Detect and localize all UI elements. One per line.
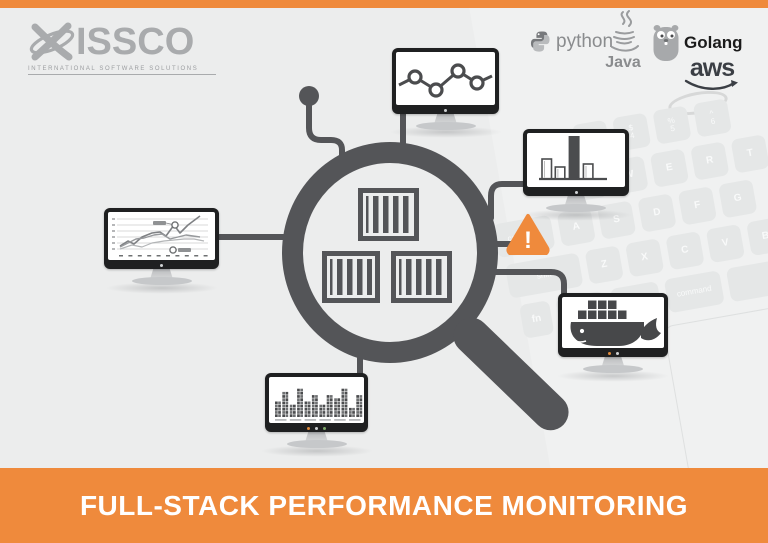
shipping-container-icon	[391, 251, 452, 303]
connector-right-monitor	[488, 181, 527, 221]
java-icon	[611, 10, 639, 52]
monitor-top-linechart	[387, 48, 504, 138]
monitor-bottom-barchart	[258, 373, 375, 457]
monitor-left-linechart	[103, 208, 220, 294]
indicator-led	[307, 426, 310, 430]
shipping-container-icon	[358, 188, 419, 241]
python-label: python	[556, 30, 614, 52]
python-logo: python	[530, 30, 613, 53]
monitor-docker	[555, 293, 671, 382]
power-led	[574, 190, 578, 194]
issco-orbit-icon	[29, 22, 75, 61]
power-led	[315, 426, 318, 430]
connector-ball-node	[299, 86, 319, 106]
indicator-led	[607, 351, 611, 355]
golang-logo: Golang	[652, 24, 743, 62]
golang-label: Golang	[684, 33, 743, 52]
shipping-container-icon	[322, 251, 380, 303]
indicator-led	[323, 426, 326, 430]
dot-line-chart	[396, 52, 495, 105]
aws-label: aws	[689, 54, 735, 82]
stacked-bar-chart	[269, 377, 364, 423]
power-led	[444, 108, 447, 112]
aws-logo: aws	[684, 54, 740, 93]
warning-exclamation: !	[524, 227, 532, 254]
docker-whale-icon	[562, 297, 664, 348]
bar-chart	[527, 133, 625, 187]
banner-title: FULL-STACK PERFORMANCE MONITORING	[79, 489, 689, 521]
warning-triangle-icon: !	[506, 214, 550, 255]
java-label: Java	[605, 54, 641, 71]
power-led	[160, 263, 163, 267]
python-icon	[530, 31, 550, 52]
brand-tagline: INTERNATIONAL SOFTWARE SOLUTIONS	[28, 66, 216, 75]
monitor-right-barchart	[518, 129, 634, 221]
multi-line-chart	[108, 212, 215, 260]
aws-smile-icon	[684, 80, 738, 91]
power-led	[615, 351, 619, 355]
connector-ball-line	[306, 101, 345, 167]
issco-logo: ISSCO INTERNATIONAL SOFTWARE SOLUTIONS	[28, 20, 216, 75]
title-banner: FULL-STACK PERFORMANCE MONITORING	[0, 468, 768, 543]
java-logo: Java	[604, 10, 642, 72]
top-accent-bar	[0, 0, 768, 8]
gopher-icon	[653, 25, 679, 61]
connector-docker-monitor	[475, 269, 567, 303]
brand-name: ISSCO	[76, 20, 195, 63]
